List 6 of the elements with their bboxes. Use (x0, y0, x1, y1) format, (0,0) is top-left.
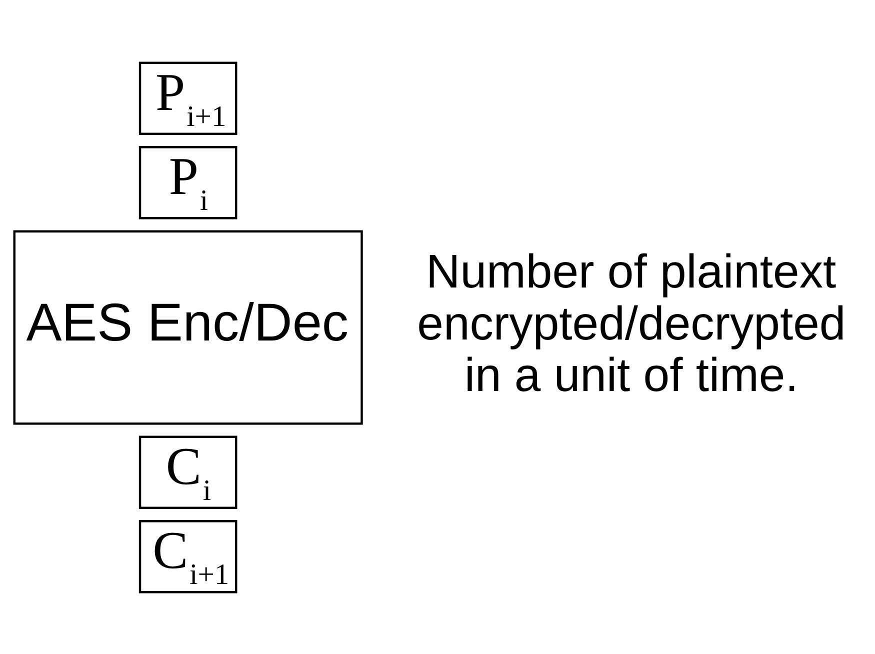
node-box: AES Enc/Dec (13, 230, 363, 424)
node-box: C$_{i+1}$ (138, 520, 238, 593)
node-box: P$_{i+1}$ (138, 61, 238, 134)
label: Number of plaintext encrypted/decrypted in a unit of time. (417, 245, 846, 402)
node-box: P$_{i}$ (138, 146, 238, 219)
node-box: C$_{i}$ (138, 435, 238, 508)
